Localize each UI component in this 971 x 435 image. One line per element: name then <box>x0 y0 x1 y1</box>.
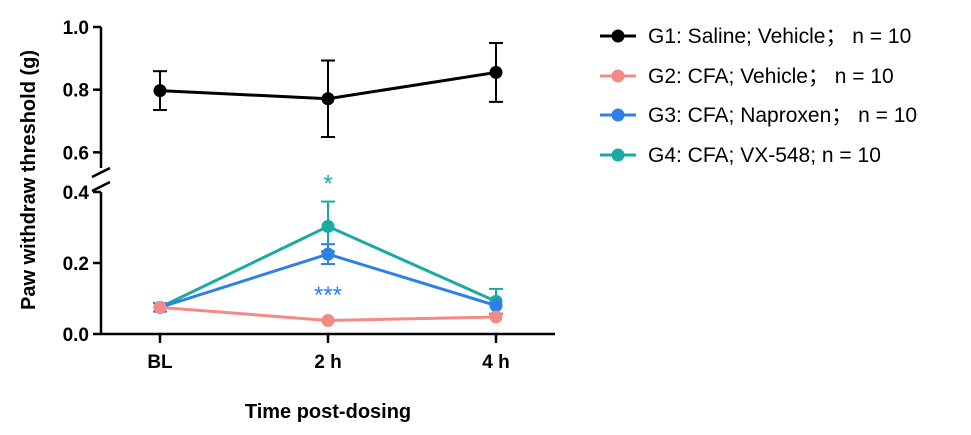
y-axis-title: Paw withdraw threshold (g) <box>18 50 40 310</box>
data-point <box>489 65 503 79</box>
y-tick-label: 1.0 <box>63 18 89 39</box>
x-tick-label: 4 h <box>482 352 509 373</box>
axis-break-mark <box>91 166 111 179</box>
legend-label: G1: Saline; Vehicle； n = 10 <box>648 25 911 48</box>
data-point <box>321 314 335 328</box>
legend-item: G3: CFA; Naproxen； n = 10 <box>600 104 917 127</box>
annotation-layer: **** <box>314 170 342 309</box>
legend-item: G1: Saline; Vehicle； n = 10 <box>600 25 911 48</box>
data-point <box>321 219 335 233</box>
y-tick-label: 0.2 <box>63 254 89 275</box>
y-tick-label: 0.6 <box>63 143 89 164</box>
significance-annotation: * <box>323 170 332 197</box>
data-point <box>321 247 335 261</box>
series-1 <box>153 41 503 138</box>
legend-label: G4: CFA; VX-548; n = 10 <box>648 144 881 167</box>
series-2 <box>153 300 503 328</box>
x-tick-label: BL <box>147 352 173 373</box>
legend: G1: Saline; Vehicle； n = 10 G2: CFA; Vehi… <box>600 25 917 167</box>
legend-item: G4: CFA; VX-548; n = 10 <box>600 144 881 167</box>
legend-label: G2: CFA; Vehicle； n = 10 <box>648 65 894 88</box>
series-layer <box>153 41 503 328</box>
data-point <box>489 299 503 313</box>
data-point <box>153 84 167 98</box>
axes: 0.0 0.2 0.4 0.6 0.8 1.0BL 2 h 4 h <box>63 18 555 373</box>
y-tick-label: 0.8 <box>63 81 89 102</box>
legend-marker <box>611 29 625 43</box>
legend-marker <box>611 69 625 83</box>
axis-break-mark <box>91 180 111 193</box>
x-axis-title: Time post-dosing <box>245 401 411 423</box>
data-point <box>321 92 335 106</box>
legend-marker <box>611 108 625 122</box>
legend-item: G2: CFA; Vehicle； n = 10 <box>600 65 894 88</box>
legend-label: G3: CFA; Naproxen； n = 10 <box>648 104 917 127</box>
x-tick-label: 2 h <box>314 352 341 373</box>
data-point <box>489 310 503 324</box>
significance-annotation: *** <box>314 282 342 309</box>
y-tick-label: 0.0 <box>63 325 89 346</box>
data-point <box>153 300 167 314</box>
y-tick-label: 0.4 <box>63 183 90 204</box>
legend-marker <box>611 148 625 162</box>
